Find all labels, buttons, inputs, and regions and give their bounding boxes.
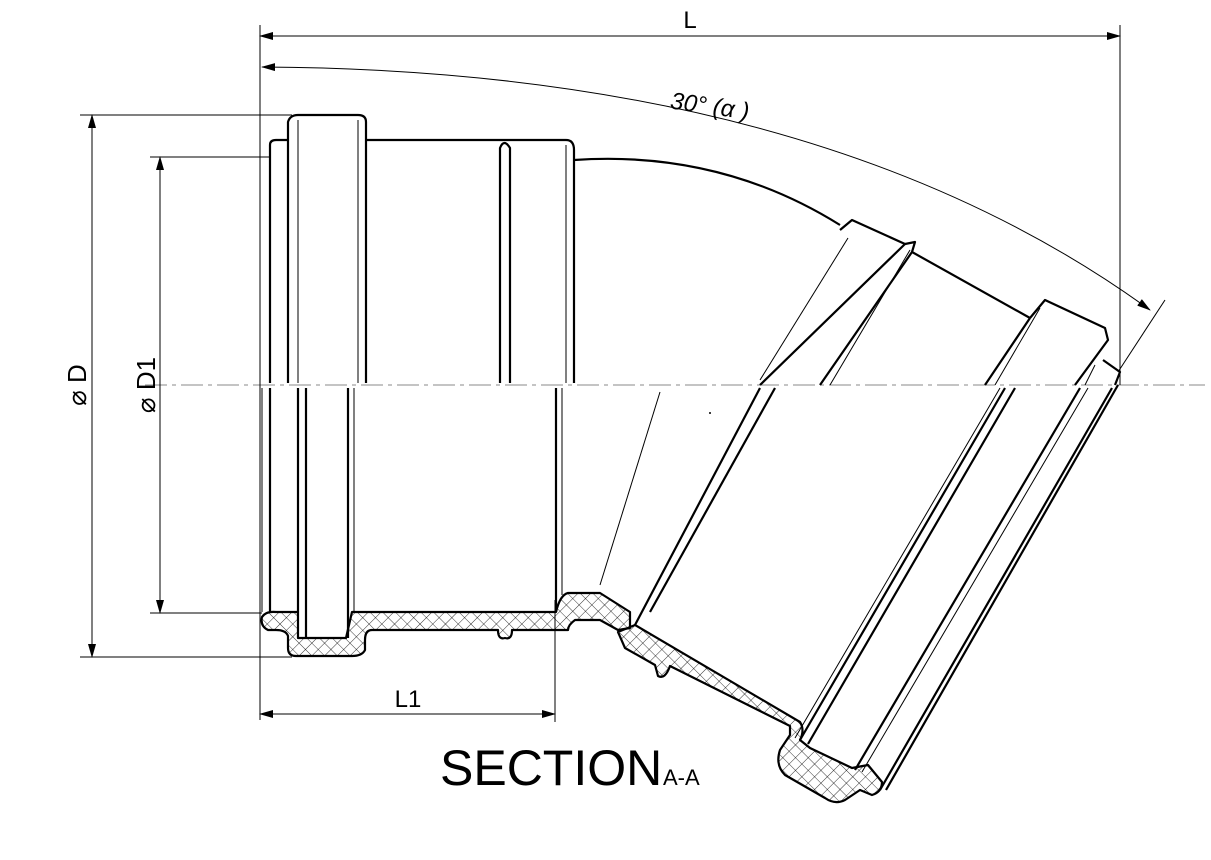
dimension-D-label: D <box>62 364 92 383</box>
left-socket-interior <box>260 388 632 658</box>
left-wall-section <box>260 591 632 658</box>
bend-inner-line <box>599 391 661 586</box>
bend-outer-curve <box>573 157 841 226</box>
dimension-L1: L1 <box>259 600 556 722</box>
dimension-L1-label: L1 <box>395 686 422 713</box>
section-label: SECTION A-A <box>440 740 700 796</box>
left-socket-exterior <box>262 113 576 383</box>
section-title: SECTION <box>440 740 662 796</box>
svg-text:⌀ D1: ⌀ D1 <box>131 357 161 413</box>
svg-text:⌀ D: ⌀ D <box>62 364 92 406</box>
angled-wall-section <box>616 623 884 804</box>
diameter-symbol: ⌀ <box>131 397 161 413</box>
dimension-D1: ⌀ D1 <box>131 156 262 614</box>
angled-socket <box>616 218 1122 804</box>
dimension-D: ⌀ D <box>62 114 292 658</box>
angle-label: 30° (α ) <box>669 88 751 126</box>
section-id: A-A <box>663 765 700 790</box>
diameter-symbol: ⌀ <box>62 390 92 406</box>
dimension-D1-label: D1 <box>131 357 161 390</box>
dimension-L-label: L <box>683 7 696 34</box>
